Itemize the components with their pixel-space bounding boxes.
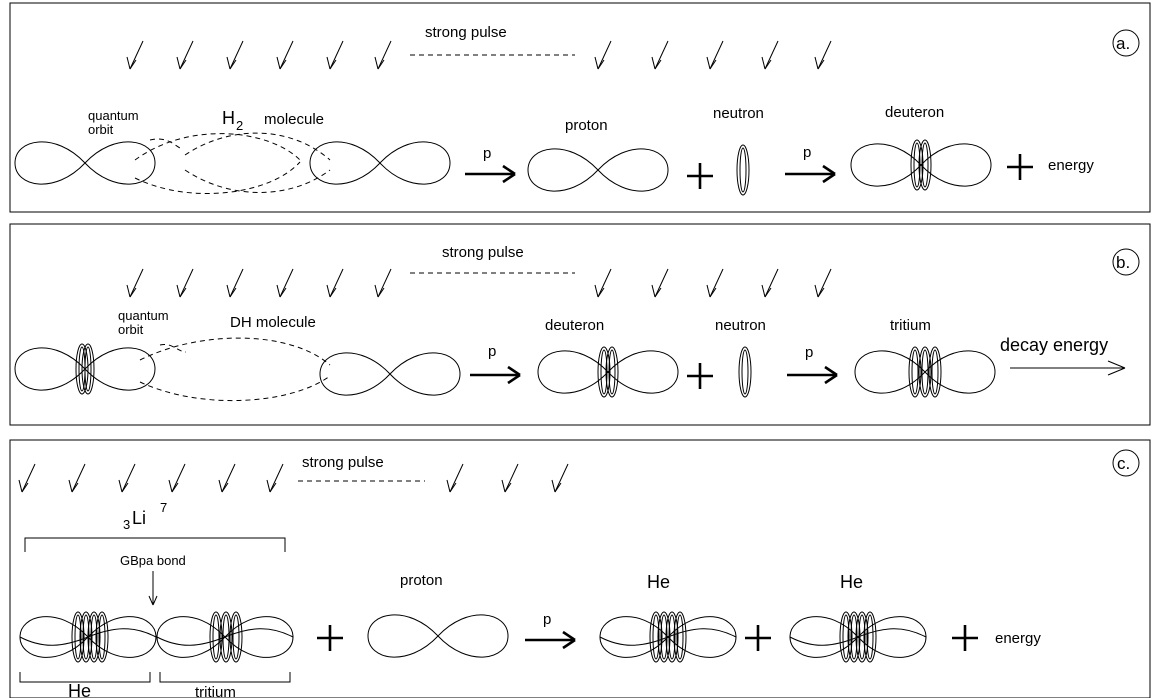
panel-c-frame (9, 439, 1151, 698)
lithium-nucleus (19, 611, 294, 663)
h2-molecule (14, 132, 451, 194)
molecule-sub-a: 2 (236, 118, 243, 133)
quantum-label-b: quantum (118, 308, 169, 323)
proton-orbit-c (367, 614, 509, 658)
li-prefix: 3 (123, 517, 130, 532)
he1-label: He (647, 572, 670, 592)
tritium-bracket (159, 672, 291, 683)
orbit-label-b: orbit (118, 322, 144, 337)
pulse-label-a: strong pulse (425, 24, 507, 41)
arrow-label-c: p (543, 611, 551, 628)
helium-2 (789, 611, 927, 663)
proton-orbit-a (527, 148, 669, 192)
plus-a2 (1005, 152, 1035, 182)
panel-tag-a: a. (1112, 29, 1140, 57)
arrow-label-a2: p (803, 144, 811, 161)
pulse-arrows-c-right (446, 463, 569, 493)
li-bracket (24, 537, 286, 552)
pulse-arrows-b-right (594, 268, 832, 298)
panel-a-frame (9, 2, 1151, 213)
bond-pointer (148, 571, 158, 606)
svg-text:c.: c. (1117, 454, 1130, 473)
reaction-arrow-b2 (785, 365, 839, 385)
neutron-a (736, 144, 750, 196)
deuteron-label-a: deuteron (885, 104, 944, 121)
neutron-label-b: neutron (715, 317, 766, 334)
decay-arrow-b (1010, 360, 1126, 376)
energy-label-c: energy (995, 630, 1041, 647)
pulse-label-b: strong pulse (442, 244, 524, 261)
svg-text:b.: b. (1116, 253, 1130, 272)
orbit-label-a: orbit (88, 122, 114, 137)
deuteron-a (850, 139, 992, 191)
he-left-label: He (68, 681, 91, 698)
svg-text:a.: a. (1116, 34, 1130, 53)
quantum-label-a: quantum (88, 108, 139, 123)
arrow-label-b2: p (805, 344, 813, 361)
molecule-label-b: DH molecule (230, 314, 316, 331)
pulse-arrows-a-left (126, 40, 392, 70)
tritium-label-c: tritium (195, 684, 236, 698)
energy-label-a: energy (1048, 157, 1094, 174)
reaction-arrow-c (523, 630, 577, 650)
dh-molecule (14, 337, 461, 402)
panel-tag-b: b. (1112, 248, 1140, 276)
bond-label: GBpa bond (120, 553, 186, 568)
proton-label-c: proton (400, 572, 443, 589)
proton-label-a: proton (565, 117, 608, 134)
panel-tag-c: c. (1112, 449, 1140, 477)
helium-1 (599, 611, 737, 663)
pulse-label-c: strong pulse (302, 454, 384, 471)
deuteron-b (537, 346, 679, 398)
plus-b1 (685, 361, 715, 391)
panel-b: strong pulse b. quantum orbit DH molecul… (9, 223, 1151, 426)
reaction-arrow-a2 (783, 164, 837, 184)
tritium-label-b: tritium (890, 317, 931, 334)
reaction-arrow-b1 (468, 365, 522, 385)
plus-c1 (315, 623, 345, 653)
pulse-arrows-a-right (594, 40, 832, 70)
panel-a: strong pulse a. quantum orbit H 2 molecu… (9, 2, 1151, 213)
decay-label-b: decay energy (1000, 335, 1108, 355)
he-bracket (19, 672, 151, 683)
he2-label: He (840, 572, 863, 592)
panel-c: strong pulse c. 3 Li 7 GBpa bond (9, 439, 1151, 698)
arrow-label-b1: p (488, 343, 496, 360)
deuteron-label-b: deuteron (545, 317, 604, 334)
pulse-arrows-b-left (126, 268, 392, 298)
neutron-b (738, 346, 752, 398)
arrow-label-a1: p (483, 145, 491, 162)
reaction-arrow-a1 (463, 164, 517, 184)
neutron-label-a: neutron (713, 105, 764, 122)
plus-a1 (685, 161, 715, 191)
pulse-arrows-c-left (18, 463, 284, 493)
plus-c3 (950, 623, 980, 653)
panel-b-frame (9, 223, 1151, 426)
molecule-label-a: molecule (264, 111, 324, 128)
molecule-prefix-a: H (222, 108, 235, 128)
li-symbol: Li (132, 508, 146, 528)
li-superscript: 7 (160, 500, 167, 515)
plus-c2 (743, 623, 773, 653)
tritium-b (854, 346, 996, 398)
